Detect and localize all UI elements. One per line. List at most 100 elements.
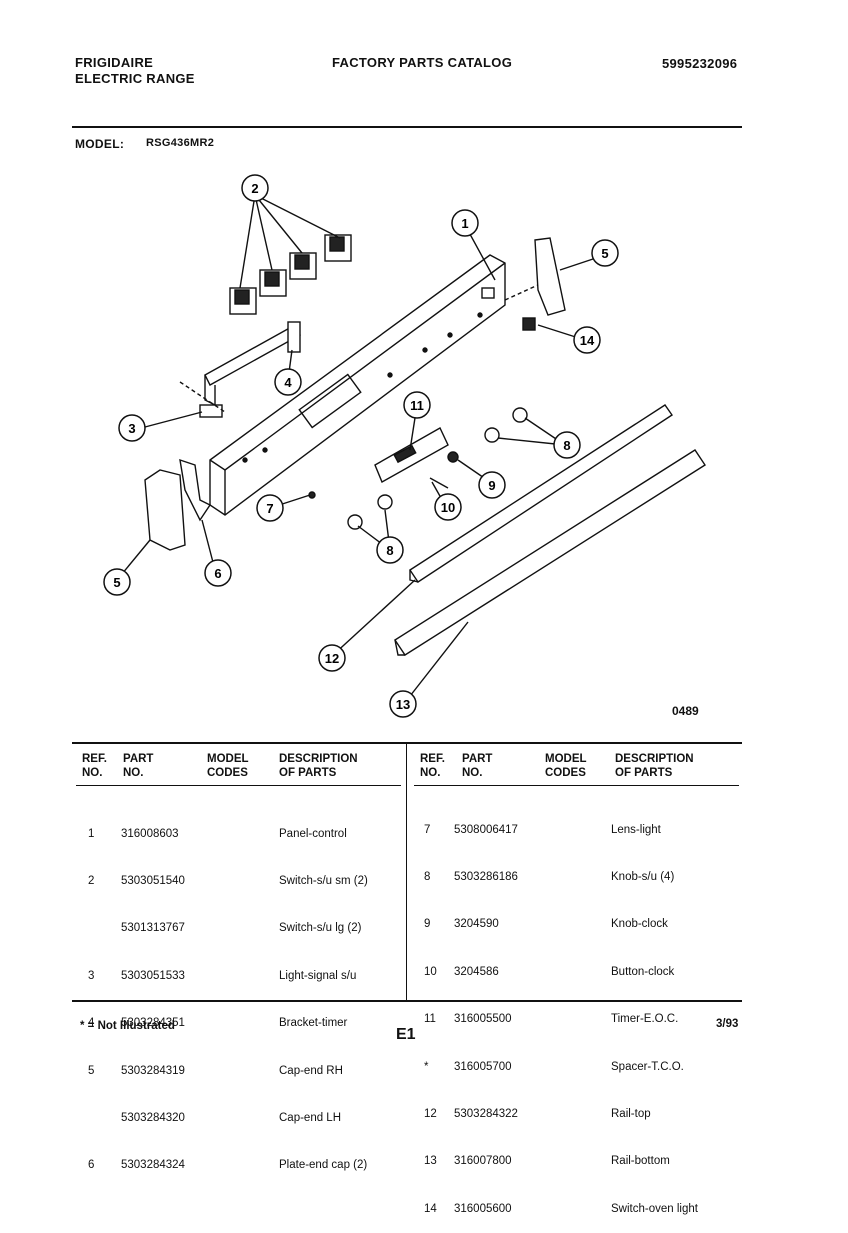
header-ref-right: REF.NO. (420, 753, 445, 779)
figure-code: 0489 (672, 704, 699, 718)
table-cell: * (424, 1060, 429, 1073)
svg-text:1: 1 (461, 216, 468, 231)
table-bottom-rule (72, 1000, 742, 1002)
callout-14: 14 (573, 326, 601, 354)
callout-5-left: 5 (103, 568, 131, 596)
page-number: E1 (396, 1026, 416, 1043)
callout-13: 13 (389, 690, 417, 718)
table-cell: Switch-s/u lg (2) (279, 922, 362, 935)
table-cell: Rail-bottom (611, 1155, 670, 1168)
brand-name: FRIGIDAIRE (75, 55, 154, 70)
callout-3: 3 (118, 414, 146, 442)
table-cell: Lens-light (611, 823, 661, 836)
table-cell (88, 921, 94, 937)
callout-11: 11 (403, 391, 431, 419)
revision-date: 3/93 (716, 1018, 739, 1030)
left-ref-column: 1 2 3 4 5 6 (88, 795, 94, 1190)
table-cell: 5303051540 (121, 874, 185, 887)
svg-text:5: 5 (113, 575, 120, 590)
svg-text:12: 12 (325, 651, 339, 666)
table-divider (406, 744, 407, 1000)
table-cell: Rail-top (611, 1107, 651, 1120)
table-cell: 316005500 (454, 1013, 512, 1026)
callout-9: 9 (478, 471, 506, 499)
right-ref-column: 7 8 9 10 11 * 12 13 14 (424, 791, 437, 1233)
table-cell: 5 (88, 1064, 95, 1077)
callout-4: 4 (274, 368, 302, 396)
table-cell: 5301313767 (121, 922, 185, 935)
left-part-column: 316008603 5303051540 5301313767 53030515… (121, 795, 185, 1190)
table-cell: Button-clock (611, 965, 675, 978)
table-cell: 14 (424, 1202, 437, 1215)
table-cell: 5303284319 (121, 1064, 185, 1077)
svg-text:5: 5 (601, 246, 608, 261)
callout-8-left: 8 (376, 536, 404, 564)
table-cell: 4 (88, 1017, 95, 1030)
catalog-number: 5995232096 (662, 56, 738, 71)
svg-text:3: 3 (128, 421, 135, 436)
table-cell: 5303284324 (121, 1159, 185, 1172)
callout-8-right: 8 (553, 431, 581, 459)
callout-12: 12 (318, 644, 346, 672)
svg-text:6: 6 (214, 566, 221, 581)
table-cell: 3 (88, 969, 95, 982)
table-cell: Plate-end cap (2) (279, 1159, 368, 1172)
callout-2: 2 (241, 174, 269, 202)
model-label: MODEL: (75, 137, 125, 151)
table-cell: 7 (424, 823, 431, 836)
table-cell: Light-signal s/u (279, 969, 357, 982)
svg-text:4: 4 (284, 375, 292, 390)
table-cell: Knob-clock (611, 918, 668, 931)
svg-text:7: 7 (266, 501, 273, 516)
table-top-rule (72, 742, 742, 744)
table-cell: 5303284351 (121, 1017, 185, 1030)
exploded-parts-diagram: 2 1 5 14 4 3 11 8 9 7 10 8 6 5 12 13 (103, 174, 706, 718)
table-cell: Timer-E.O.C. (611, 1013, 679, 1026)
table-cell: Switch-oven light (611, 1202, 698, 1215)
svg-text:8: 8 (563, 438, 570, 453)
header-underline-left (76, 785, 401, 786)
left-desc-column: Panel-control Switch-s/u sm (2) Switch-s… (279, 795, 368, 1190)
table-cell: 2 (88, 874, 95, 887)
model-value: RSG436MR2 (146, 137, 215, 149)
header-rule (72, 126, 742, 128)
table-cell: Cap-end RH (279, 1064, 343, 1077)
table-cell: 5308006417 (454, 823, 518, 836)
table-cell: 6 (88, 1159, 95, 1172)
table-cell: 11 (424, 1013, 436, 1026)
not-illustrated-note: * = Not Illustrated (80, 1020, 175, 1032)
table-cell: Spacer-T.C.O. (611, 1060, 684, 1073)
svg-text:13: 13 (396, 697, 410, 712)
table-cell (88, 1111, 94, 1127)
table-cell: 10 (424, 965, 437, 978)
table-cell: Bracket-timer (279, 1017, 348, 1030)
table-cell: 13 (424, 1155, 437, 1168)
table-cell: 316005600 (454, 1202, 512, 1215)
table-cell: 1 (88, 827, 95, 840)
svg-text:10: 10 (441, 500, 455, 515)
callout-6: 6 (204, 559, 232, 587)
table-cell: Panel-control (279, 827, 347, 840)
svg-text:11: 11 (410, 398, 424, 413)
callout-10: 10 (434, 493, 462, 521)
table-cell: Switch-s/u sm (2) (279, 874, 368, 887)
product-type: ELECTRIC RANGE (75, 71, 195, 86)
header-ref-left: REF.NO. (82, 753, 107, 779)
table-cell: 12 (424, 1107, 437, 1120)
table-cell: 5303286186 (454, 870, 518, 883)
svg-text:9: 9 (488, 478, 495, 493)
callout-1: 1 (451, 209, 479, 237)
table-cell: 3204586 (454, 965, 499, 978)
right-desc-column: Lens-light Knob-s/u (4) Knob-clock Butto… (611, 791, 698, 1233)
right-part-column: 5308006417 5303286186 3204590 3204586 31… (454, 791, 518, 1233)
callout-7: 7 (256, 494, 284, 522)
table-cell: 5303051533 (121, 969, 185, 982)
table-cell: 316007800 (454, 1155, 512, 1168)
svg-text:14: 14 (580, 333, 595, 348)
